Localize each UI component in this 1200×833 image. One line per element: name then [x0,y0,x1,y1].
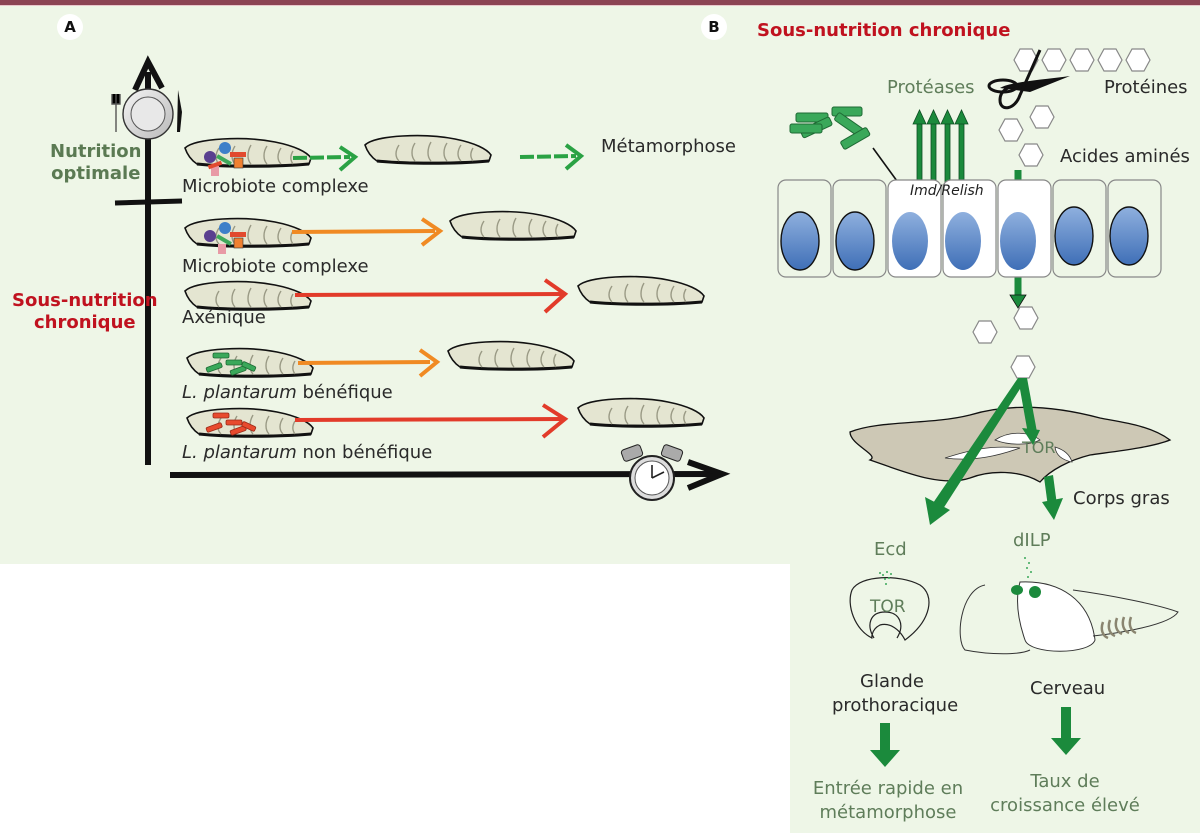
condition-optimal-line2: optimale [51,163,141,184]
alarm-clock-icon [620,444,684,501]
row-chronic-complex [183,210,578,254]
amino-acids-label: Acides aminés [1060,146,1190,167]
panel-b-title: Sous-nutrition chronique [757,20,1011,41]
row-label: Axénique [182,307,266,328]
knife-icon [177,90,182,132]
gland-label: Glande prothoracique [832,671,959,716]
condition-chronic-line1: Sous-nutrition [12,290,158,311]
outcome-brain-line2: croissance élevé [990,795,1140,816]
arrow-head [338,145,359,172]
panel-label-b: B [701,14,727,40]
fork-icon [111,94,121,132]
row-label: Microbiote complexe [182,256,369,277]
condition-chronic-line2: chronique [33,312,136,333]
row-chronic-lp-beneficial [185,340,576,378]
outcome-brain: Taux de croissance élevé [990,773,1140,815]
tor-fat-body-label: TOR [1022,438,1056,457]
condition-optimal-line1: Nutrition [50,141,142,162]
prothoracic-gland [849,571,930,641]
top-border-bar [0,0,1200,6]
ecd-label: Ecd [874,539,907,560]
gland-line2: prothoracique [832,695,959,716]
protease-arrows [912,109,969,185]
condition-chronic-label: Sous-nutrition chronique [12,292,158,332]
ecd-dots [879,571,892,585]
epithelium [777,179,1162,278]
row-chronic-lp-nonbeneficial [185,397,706,439]
nucleus [780,211,820,271]
larva [183,137,313,168]
tor-gland-label: TOR [870,597,906,617]
larva [363,134,493,165]
outcome-gland: Entrée rapide en métamorphose [808,780,968,822]
outcome-metamorphosis: Métamorphose [601,136,736,157]
dilp-dots [1024,557,1032,578]
outcome-arrows [870,707,1081,767]
proteases-label: Protéases [887,77,975,98]
outcome-gland-line2: métamorphose [819,802,957,823]
tor-arrows [925,378,1063,525]
proteins-label: Protéines [1104,77,1188,98]
imd-relish-label: Imd/Relish [910,183,984,199]
row-label: L. plantarum non bénéfique [182,442,433,463]
bacteria-cluster [789,106,871,150]
row-optimal-complex [183,134,585,176]
time-axis [169,459,731,491]
fat-body [849,406,1172,483]
outcome-brain-line1: Taux de [1030,771,1100,792]
amino-acid-hexagons-bottom [972,306,1039,379]
fat-body-label: Corps gras [1073,488,1170,509]
scissors-icon [987,49,1070,110]
microbiota-cluster [204,142,246,176]
dilp-label: dILP [1013,530,1051,551]
plate-icon [122,88,174,140]
row-label: L. plantarum bénéfique [182,382,393,403]
condition-optimal-label: Nutrition optimale [50,143,142,183]
brain [959,557,1179,655]
row-chronic-axenic [183,275,706,314]
panel-label-a: A [57,14,83,40]
gland-line1: Glande [860,671,924,692]
amino-acid-hexagons-top [998,105,1055,167]
outcome-gland-line1: Entrée rapide en [812,778,964,799]
brain-label: Cerveau [1030,678,1106,699]
row-label: Microbiote complexe [182,176,369,197]
